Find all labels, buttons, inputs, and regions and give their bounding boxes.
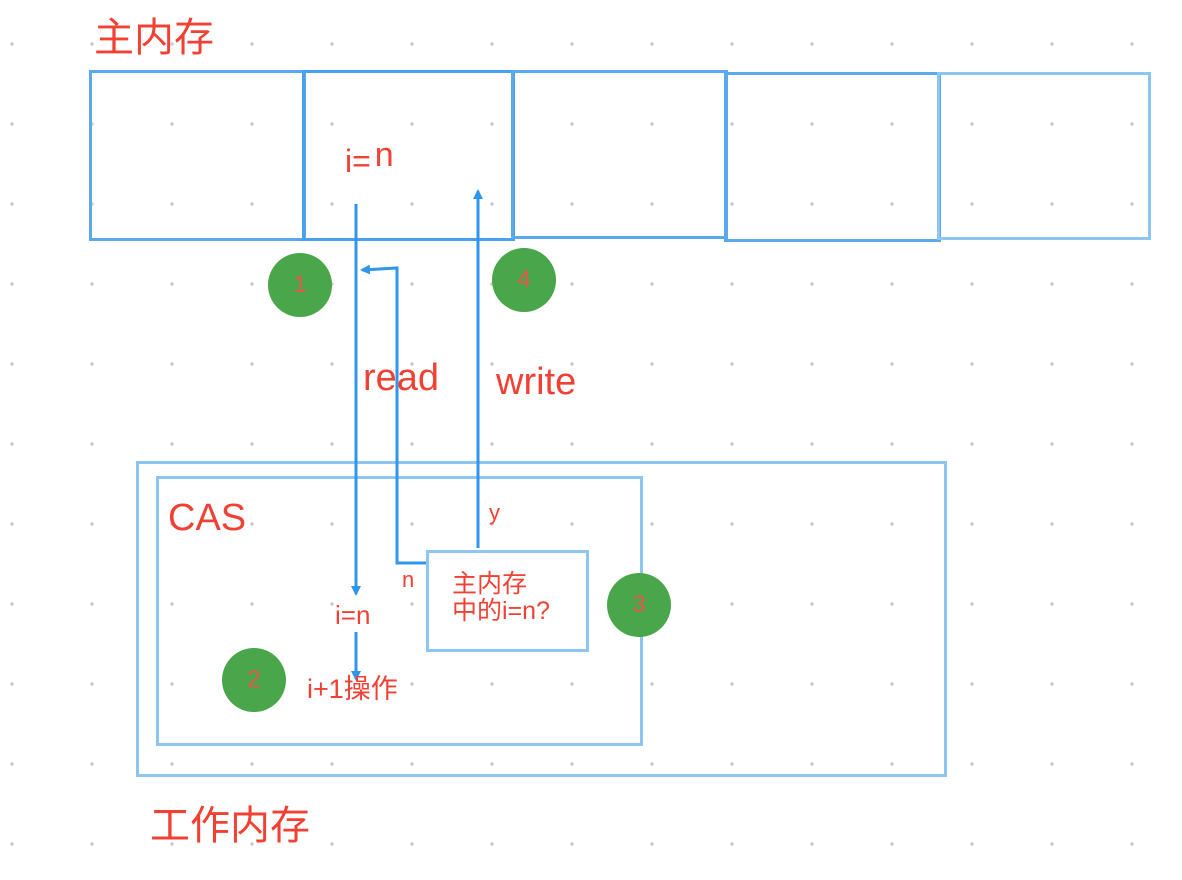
local-value: i=n [335,600,371,630]
memory-cell [937,72,1151,240]
cas-title: CAS [168,497,247,539]
main-memory-variable: i=n [345,138,394,179]
step-badge-3: 3 [607,573,671,637]
read-label: read [363,357,440,399]
main-memory-title: 主内存 [94,16,214,60]
working-memory-box [136,461,947,777]
retry-arrow [360,264,426,565]
decision-text: 主内存 中的i=n? [452,570,550,625]
decision-box [426,550,589,652]
variable-value: n [374,136,394,174]
working-memory-title: 工作内存 [150,804,310,848]
yes-label: y [489,500,500,525]
increment-operation: i+1操作 [307,674,398,704]
step-badge-4: 4 [492,248,556,312]
step-badge-2: 2 [222,648,286,712]
variable-name: i= [345,143,371,179]
no-label: n [402,567,415,592]
step-badge-1: 1 [268,253,332,317]
write-label: write [496,361,577,403]
